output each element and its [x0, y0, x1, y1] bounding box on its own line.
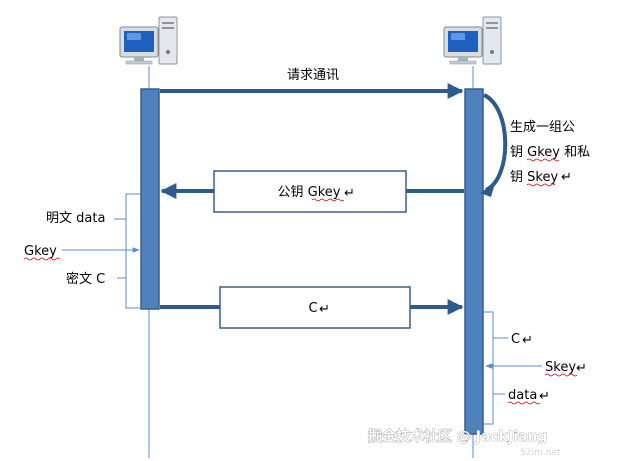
- client-computer-icon: [119, 16, 178, 65]
- server-data-squiggle: [507, 401, 541, 405]
- request-label: 请求通讯: [287, 68, 339, 83]
- server-note-line2: 钥 Gkey 和私: [510, 145, 590, 160]
- public-key-label: 公钥 Gkey: [278, 185, 341, 200]
- server-note-paragraph-mark: ↵: [561, 170, 572, 185]
- public-key-box: [213, 170, 407, 213]
- server-skey-squiggle: [544, 373, 578, 377]
- client-ciphertext-label: 密文 C: [66, 271, 105, 287]
- server-skey-paragraph-mark: ↵: [576, 361, 587, 376]
- client-gkey-label: Gkey: [24, 244, 57, 259]
- server-plaintext-paragraph-mark: ↵: [539, 389, 550, 404]
- watermark-text: 掘金技术社区 @ JackJiang: [368, 428, 547, 445]
- client-plaintext-label: 明文 data: [46, 211, 105, 226]
- client-activation-bar: [140, 88, 160, 310]
- watermark-sub: 52im.net: [520, 448, 561, 458]
- cipher-paragraph-mark: ↵: [319, 302, 330, 317]
- skey-spell-squiggle: [526, 183, 556, 187]
- server-ciphertext-label: C: [511, 332, 520, 347]
- public-key-paragraph-mark: ↵: [344, 186, 355, 201]
- gkey-spell-squiggle: [526, 158, 560, 162]
- self-generate-loop-arrow: [482, 93, 508, 192]
- client-gkey-squiggle: [23, 257, 61, 261]
- server-process-bracket: [484, 311, 494, 425]
- cipher-label: C: [308, 301, 317, 316]
- server-note-line1: 生成一组公: [510, 120, 575, 135]
- server-note-line3-group: 钥 Skey ↵: [510, 170, 572, 185]
- server-plaintext-label: data: [508, 388, 537, 403]
- server-skey-label: Skey: [545, 360, 576, 375]
- client-process-bracket: [125, 193, 140, 309]
- server-ciphertext-paragraph-mark: ↵: [522, 333, 533, 348]
- self-loop-arrowhead: [480, 183, 495, 197]
- server-activation-bar: [464, 88, 484, 435]
- server-computer-icon: [443, 16, 502, 65]
- public-key-squiggle: [311, 198, 345, 202]
- cipher-box: [219, 286, 411, 329]
- server-note-line3: 钥 Skey: [510, 170, 558, 185]
